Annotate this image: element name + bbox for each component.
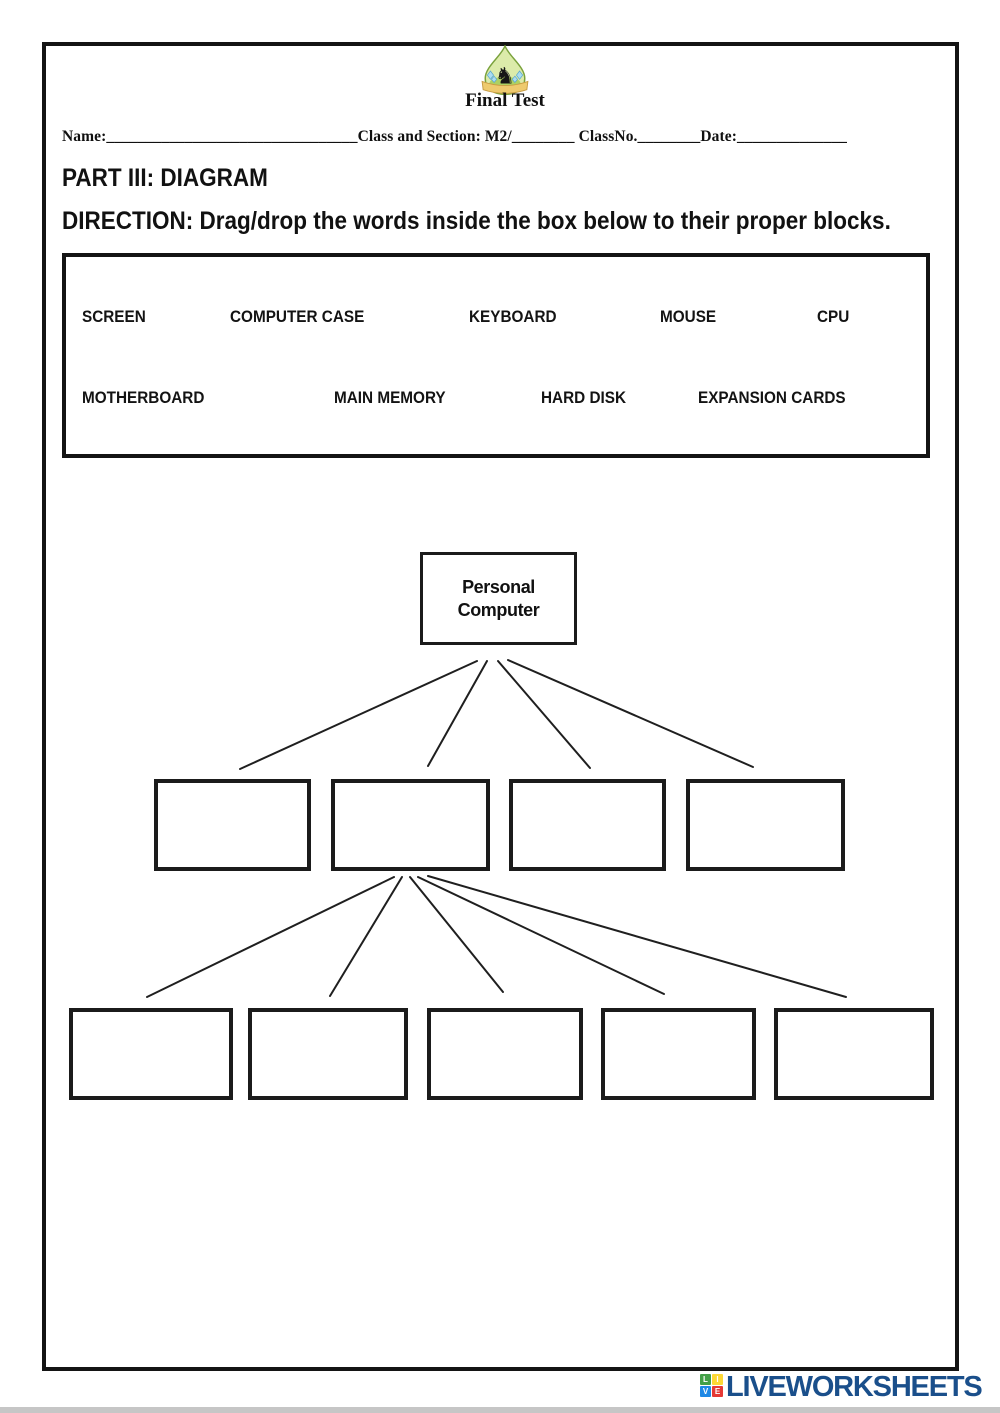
level3-slot-4[interactable]	[601, 1008, 756, 1100]
word-screen[interactable]: SCREEN	[82, 307, 146, 326]
level2-slot-3[interactable]	[509, 779, 666, 871]
logo-tile-v: V	[700, 1386, 711, 1397]
word-motherboard[interactable]: MOTHERBOARD	[82, 388, 205, 407]
liveworksheets-brand-text: LIVEWORKSHEETS	[726, 1371, 983, 1403]
word-hard-disk[interactable]: HARD DISK	[541, 388, 627, 407]
name-blank[interactable]: ________________________________	[106, 128, 358, 145]
level3-slot-3[interactable]	[427, 1008, 583, 1100]
logo-tile-i: I	[712, 1374, 723, 1385]
level3-slot-5[interactable]	[774, 1008, 934, 1100]
liveworksheets-logo-icon: L I V E	[700, 1374, 724, 1399]
word-main-memory[interactable]: MAIN MEMORY	[334, 388, 446, 407]
class-section-label: Class and Section: M2/	[357, 128, 512, 145]
test-title: Final Test	[465, 90, 545, 111]
name-label: Name:	[62, 128, 107, 145]
level2-slot-2[interactable]	[331, 779, 490, 871]
word-mouse[interactable]: MOUSE	[660, 307, 717, 326]
word-cpu[interactable]: CPU	[817, 307, 850, 326]
word-computer-case[interactable]: COMPUTER CASE	[230, 307, 365, 326]
part-title: PART III: DIAGRAM	[62, 164, 268, 192]
page-edge-strip	[0, 1407, 1000, 1413]
level2-slot-1[interactable]	[154, 779, 311, 871]
root-node-personal-computer: Personal Computer	[420, 552, 577, 645]
class-no-blank[interactable]: ________	[637, 128, 701, 145]
horse-icon: ♞	[495, 63, 516, 89]
level2-slot-4[interactable]	[686, 779, 845, 871]
level3-slot-1[interactable]	[69, 1008, 233, 1100]
class-no-label: ClassNo.	[574, 128, 638, 145]
worksheet-border-frame	[42, 42, 959, 1371]
word-keyboard[interactable]: KEYBOARD	[469, 307, 557, 326]
crest-wave-decoration	[486, 70, 524, 84]
date-label: Date:	[700, 128, 738, 145]
direction-text: DIRECTION: Drag/drop the words inside th…	[62, 207, 891, 235]
crest-banner	[481, 80, 529, 94]
date-blank[interactable]: ______________	[737, 128, 847, 145]
word-bank-box: SCREEN COMPUTER CASE KEYBOARD MOUSE CPU …	[62, 253, 930, 458]
school-crest-logo: ♞	[481, 45, 529, 96]
word-expansion-cards[interactable]: EXPANSION CARDS	[698, 388, 846, 407]
logo-tile-e: E	[712, 1386, 723, 1397]
level3-slot-2[interactable]	[248, 1008, 408, 1100]
class-section-blank[interactable]: ________	[511, 128, 575, 145]
logo-tile-l: L	[700, 1374, 711, 1385]
student-fields-line: Name:________________________________Cla…	[62, 128, 942, 146]
